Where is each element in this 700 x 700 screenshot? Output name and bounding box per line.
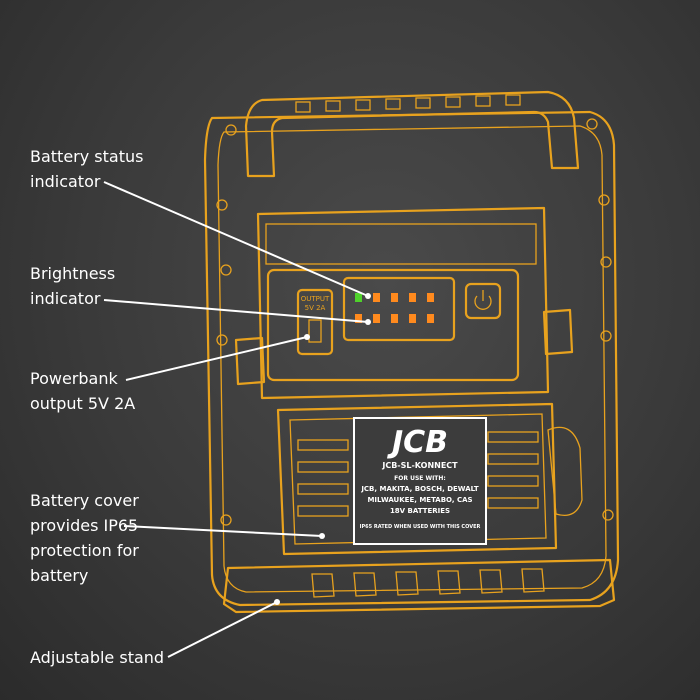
- inner-frame: [217, 125, 607, 593]
- plate-batteries: 18V BATTERIES: [390, 507, 450, 515]
- leader-lines: [103, 181, 371, 658]
- right-latch: [542, 308, 574, 356]
- adjustable-stand: [222, 558, 616, 614]
- usb-output-port: [296, 288, 334, 356]
- callout-battery-cover: Battery cover provides IP65 protection f…: [30, 488, 139, 588]
- carry-handle: [244, 90, 580, 178]
- callout-battery-status: Battery status indicator: [30, 144, 143, 194]
- callout-text: Powerbank: [30, 369, 118, 388]
- callout-stand: Adjustable stand: [30, 645, 164, 670]
- right-clamp: [547, 426, 583, 517]
- label-plate: [353, 417, 487, 545]
- led-display: [342, 276, 456, 342]
- control-panel: [266, 268, 520, 382]
- usb-socket: [308, 319, 322, 343]
- callout-text: Battery status: [30, 147, 144, 166]
- callout-text: battery: [30, 566, 89, 585]
- frame-bolts: [216, 118, 614, 526]
- callout-text: output 5V 2A: [30, 394, 136, 413]
- battery-cover: [276, 402, 558, 556]
- jcb-logo: JCB: [387, 425, 448, 460]
- callout-text: provides IP65: [30, 516, 139, 535]
- callout-text: indicator: [30, 172, 101, 191]
- power-icon: [474, 290, 492, 310]
- plate-for-use: FOR USE WITH:: [394, 475, 446, 482]
- stand-feet: [311, 568, 545, 598]
- callout-brightness: Brightness indicator: [30, 261, 115, 311]
- output-label-2: 5V 2A: [305, 304, 326, 312]
- output-label-1: OUTPUT: [301, 295, 330, 303]
- brightness-leds: [355, 314, 434, 323]
- plate-brands-1: JCB, MAKITA, BOSCH, DEWALT: [360, 485, 479, 493]
- plate-brands-2: MILWAUKEE, METABO, CAS: [367, 496, 472, 504]
- handle-grip: [295, 94, 521, 113]
- left-latch: [234, 336, 266, 386]
- plate-model: JCB-SL-KONNECT: [381, 461, 458, 470]
- lamp-lens: [265, 223, 537, 265]
- callout-text: Adjustable stand: [30, 648, 165, 667]
- light-head: [256, 206, 550, 400]
- battery-cover-inner: [289, 413, 547, 545]
- callout-powerbank: Powerbank output 5V 2A: [30, 366, 135, 416]
- outer-frame: [203, 110, 620, 607]
- callout-text: Battery cover: [30, 491, 139, 510]
- callout-text: Brightness: [30, 264, 116, 283]
- cover-ribs: [297, 431, 539, 517]
- battery-status-leds: [355, 293, 434, 302]
- power-button: [464, 282, 502, 320]
- plate-ip-note: IP65 RATED WHEN USED WITH THIS COVER: [360, 524, 481, 530]
- callout-text: indicator: [30, 289, 101, 308]
- callout-text: protection for: [30, 541, 139, 560]
